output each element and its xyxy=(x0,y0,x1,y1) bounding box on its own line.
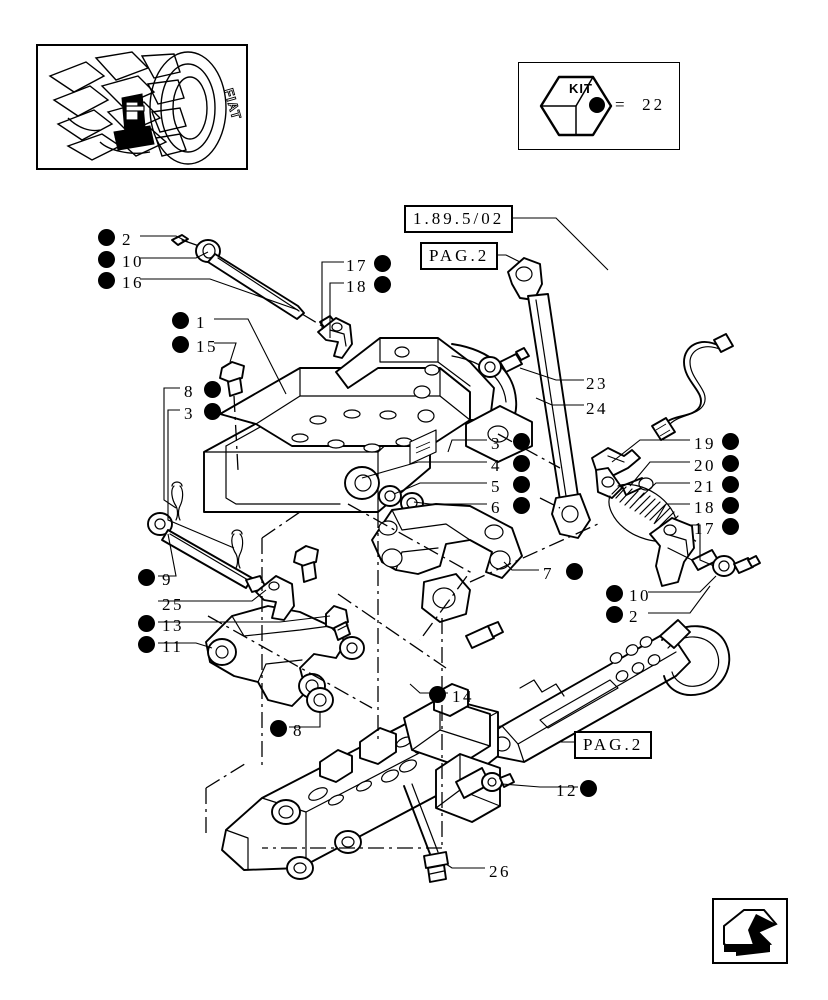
callout-number-6[interactable]: 6 xyxy=(491,498,502,517)
callout-number-15[interactable]: 15 xyxy=(196,337,218,356)
kit-bullet-icon xyxy=(513,455,530,472)
lift-link-rod xyxy=(507,257,591,539)
kit-number-value: 22 xyxy=(642,95,666,114)
callout-leader-lines xyxy=(140,235,717,869)
kit-bullet-icon xyxy=(138,569,155,586)
kit-bullet-icon xyxy=(270,720,287,737)
kit-bullet-icon xyxy=(722,497,739,514)
kit-bullet-icon xyxy=(566,563,583,580)
callout-number-24[interactable]: 24 xyxy=(586,399,608,418)
kit-bullet-icon xyxy=(606,606,623,623)
kit-bullet-icon xyxy=(722,476,739,493)
callout-number-4[interactable]: 4 xyxy=(491,456,502,475)
upper-lever-bracket xyxy=(317,317,353,359)
lower-left-link-arm xyxy=(147,481,365,713)
flexible-cable xyxy=(651,333,734,441)
callout-number-11[interactable]: 11 xyxy=(162,637,184,656)
kit-bullet-icon xyxy=(98,229,115,246)
kit-legend-box: KIT = 22 xyxy=(518,62,680,150)
thumbnail-artwork: FIAT xyxy=(48,51,245,165)
drawbar-with-hook xyxy=(487,619,731,763)
callout-number-10[interactable]: 10 xyxy=(629,586,651,605)
callout-number-25[interactable]: 25 xyxy=(162,595,184,614)
reference-box-page-2[interactable]: PAG.2 xyxy=(574,731,653,759)
callout-number-20[interactable]: 20 xyxy=(694,456,716,475)
kit-equals-sign: = xyxy=(615,95,628,114)
swinging-drawbar-yoke xyxy=(371,503,523,649)
callout-number-10[interactable]: 10 xyxy=(122,252,144,271)
kit-bullet-icon xyxy=(172,336,189,353)
callout-number-2[interactable]: 2 xyxy=(122,230,133,249)
callout-number-17[interactable]: 17 xyxy=(346,256,368,275)
kit-bullet-icon xyxy=(138,615,155,632)
kit-bullet-icon xyxy=(722,518,739,535)
callout-number-17[interactable]: 17 xyxy=(694,519,716,538)
callout-number-26[interactable]: 26 xyxy=(489,862,511,881)
callout-number-7[interactable]: 7 xyxy=(543,564,554,583)
callout-number-3[interactable]: 3 xyxy=(491,434,502,453)
callout-number-9[interactable]: 9 xyxy=(162,570,173,589)
view-direction-arrow xyxy=(723,909,778,956)
reference-box-section[interactable]: 1.89.5/02 xyxy=(404,205,514,233)
kit-bullet-icon xyxy=(513,497,530,514)
kit-cube-label: KIT xyxy=(569,81,593,96)
reference-box-page-1[interactable]: PAG.2 xyxy=(420,242,499,270)
callout-number-8[interactable]: 8 xyxy=(184,382,195,401)
kit-bullet-icon xyxy=(513,433,530,450)
kit-number-text: = 22 xyxy=(615,95,665,115)
callout-number-18[interactable]: 18 xyxy=(694,498,716,517)
callout-number-3[interactable]: 3 xyxy=(184,404,195,423)
kit-bullet-icon xyxy=(204,381,221,398)
callout-number-14[interactable]: 14 xyxy=(452,687,474,706)
kit-bullet-icon xyxy=(374,255,391,272)
callout-number-8[interactable]: 8 xyxy=(293,721,304,740)
kit-bullet-icon xyxy=(172,312,189,329)
callout-number-19[interactable]: 19 xyxy=(694,434,716,453)
kit-cube-icon xyxy=(539,75,613,137)
callout-number-2[interactable]: 2 xyxy=(629,607,640,626)
drain-plug-upper xyxy=(219,361,319,583)
callout-number-18[interactable]: 18 xyxy=(346,277,368,296)
tractor-tire-thumbnail: FIAT xyxy=(36,44,248,170)
callout-number-5[interactable]: 5 xyxy=(491,477,502,496)
kit-bullet-icon xyxy=(204,403,221,420)
callout-number-23[interactable]: 23 xyxy=(586,374,608,393)
kit-bullet-icon xyxy=(513,476,530,493)
kit-bullet-icon xyxy=(606,585,623,602)
center-construction-lines xyxy=(205,433,599,849)
kit-bullet-icon xyxy=(722,433,739,450)
kit-bullet-icon xyxy=(722,455,739,472)
clevis-pin-upper xyxy=(478,347,530,378)
kit-bullet-icon xyxy=(138,636,155,653)
kit-bullet-icon xyxy=(98,251,115,268)
kit-bullet-icon xyxy=(429,686,446,703)
kit-bullet-icon xyxy=(580,780,597,797)
callout-number-16[interactable]: 16 xyxy=(122,273,144,292)
base-support-frame xyxy=(221,683,515,880)
spring-lever-assembly xyxy=(591,447,761,587)
drain-plug-lower xyxy=(403,783,449,883)
callout-number-21[interactable]: 21 xyxy=(694,477,716,496)
callout-number-1[interactable]: 1 xyxy=(196,313,207,332)
kit-bullet-icon xyxy=(98,272,115,289)
view-direction-icon xyxy=(712,898,788,964)
kit-bullet-icon xyxy=(589,97,605,113)
kit-bullet-icon xyxy=(374,276,391,293)
callout-number-13[interactable]: 13 xyxy=(162,616,184,635)
callout-number-12[interactable]: 12 xyxy=(556,781,578,800)
